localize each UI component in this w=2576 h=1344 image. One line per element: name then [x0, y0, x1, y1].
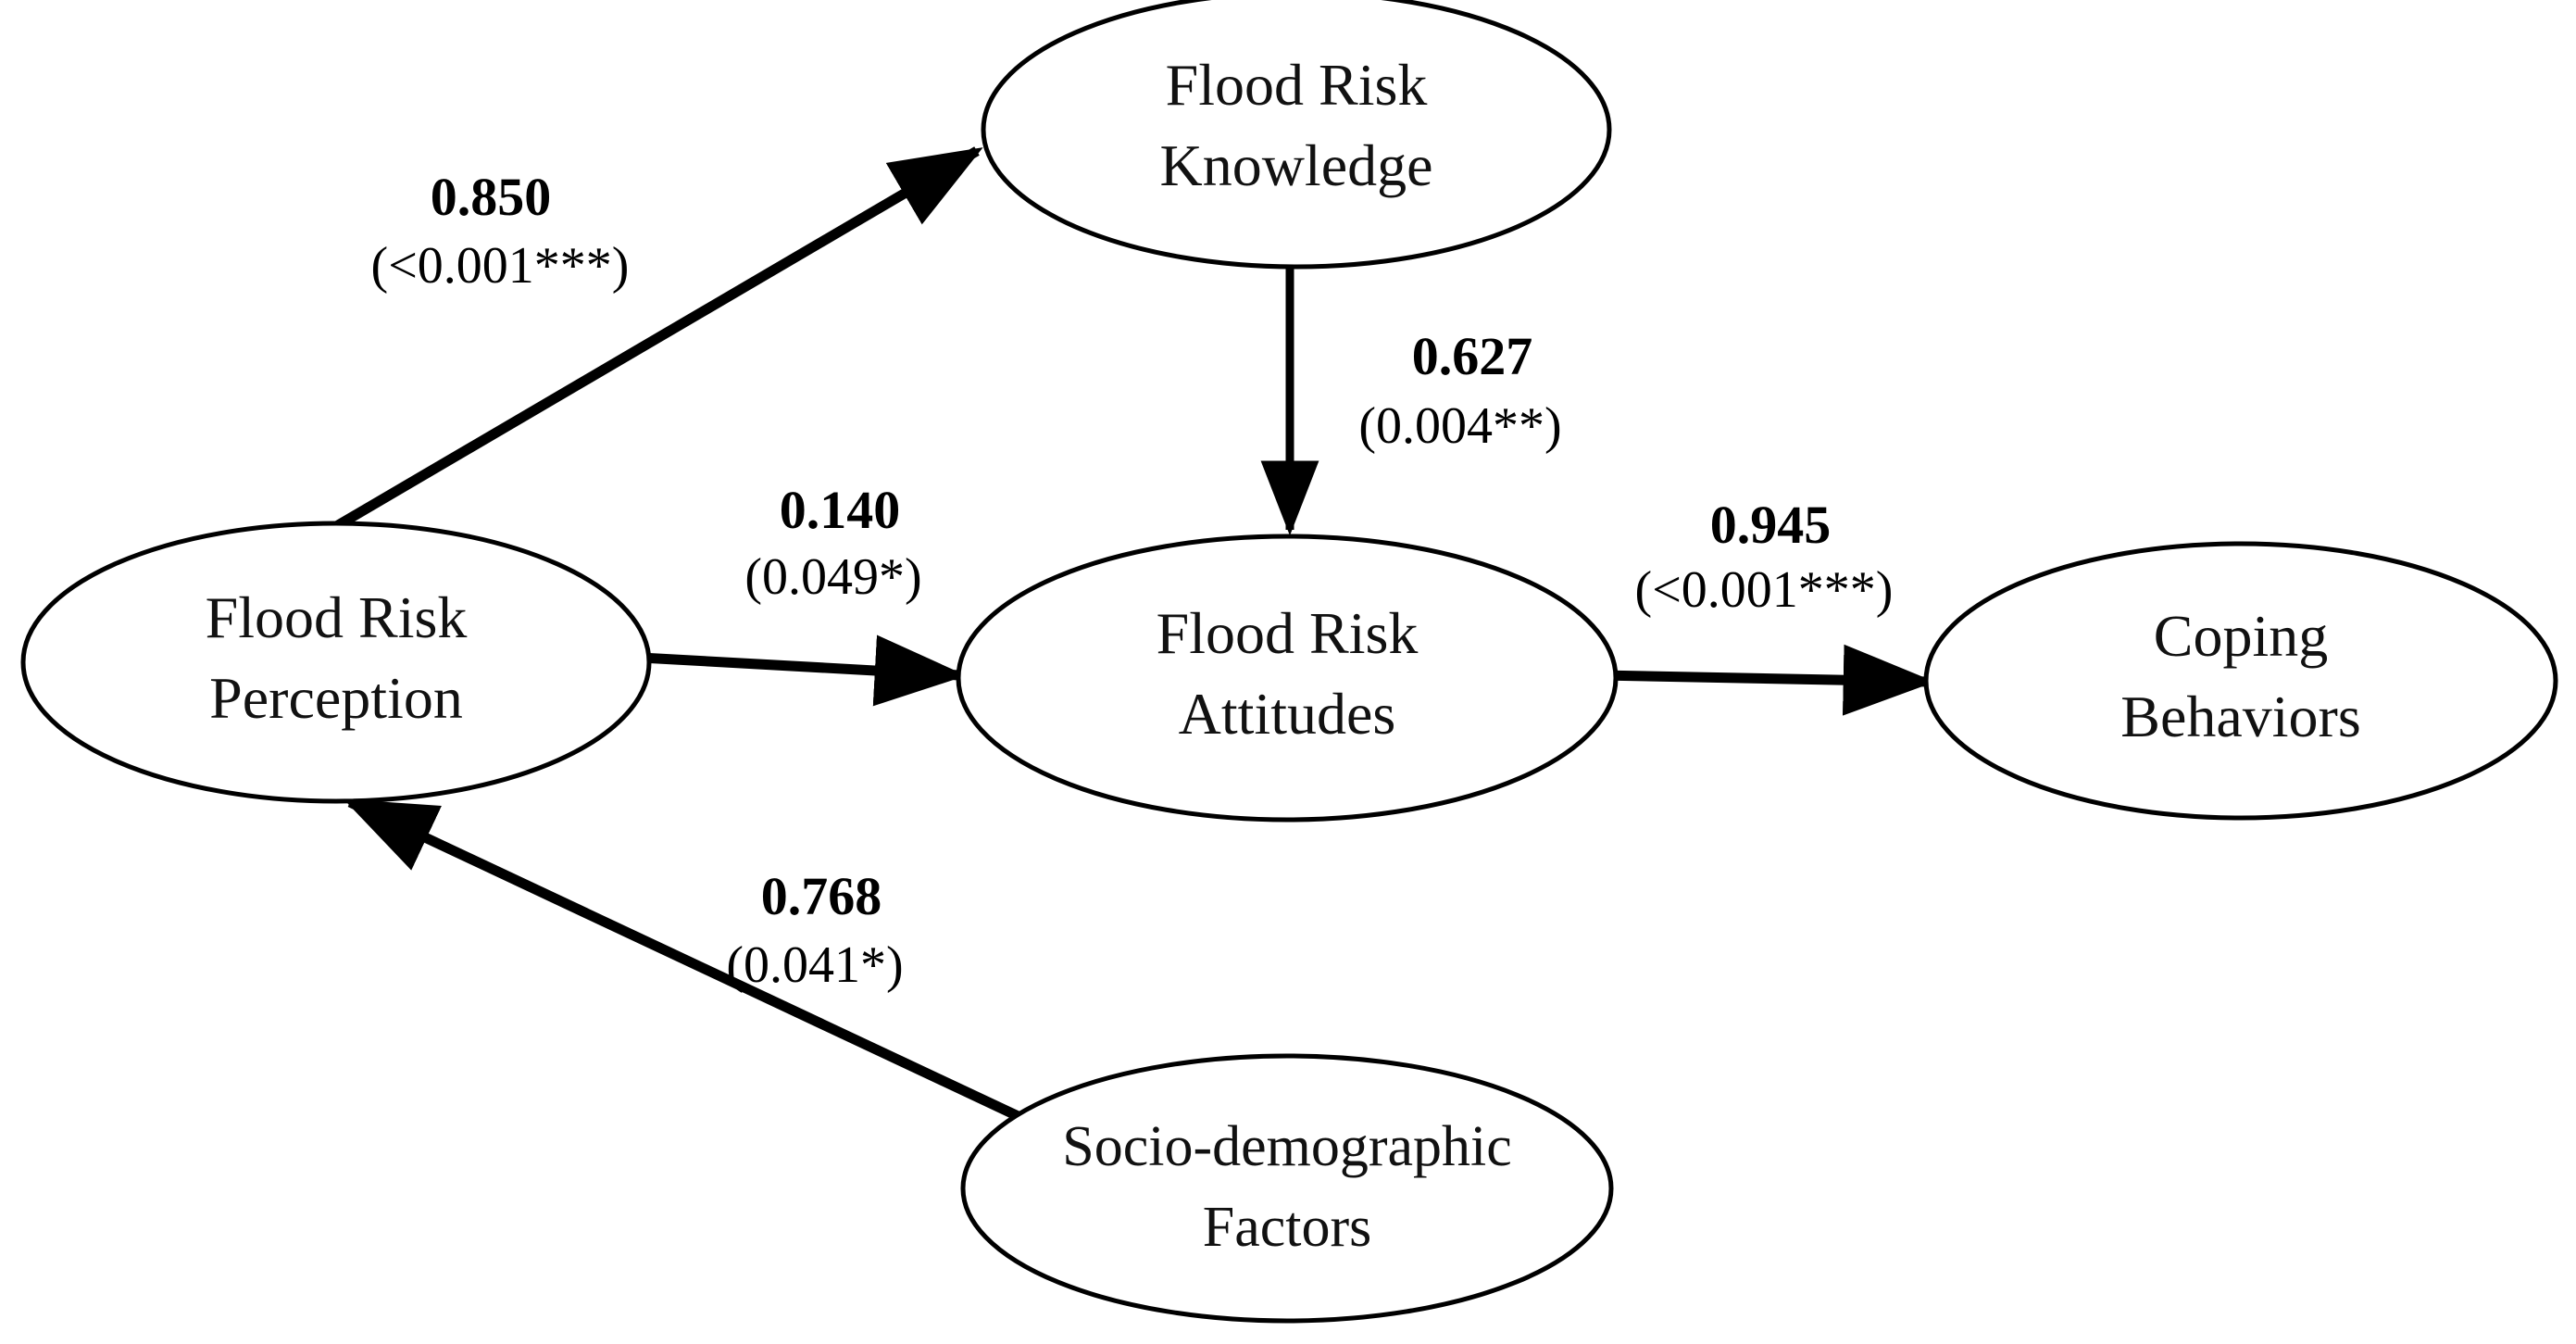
edge-label-knowledge-to-attitudes: 0.627 (0.004**)	[1358, 326, 1561, 455]
node-label-flood-risk-perception-line1: Flood Risk	[206, 584, 468, 650]
node-ellipse-coping-behaviors[interactable]	[1923, 541, 2558, 821]
edge-line-socio-perception	[344, 798, 1031, 1125]
pvalue-attitudes-coping: (<0.001***)	[1635, 561, 1894, 619]
node-label-coping-behaviors-line2: Behaviors	[2120, 684, 2361, 749]
node-label-flood-risk-perception-line2: Perception	[209, 665, 463, 731]
node-label-flood-risk-knowledge-line1: Flood Risk	[1166, 52, 1428, 118]
node-label-socio-demographic-factors-line2: Factors	[1203, 1196, 1372, 1259]
node-label-flood-risk-attitudes-line2: Attitudes	[1179, 681, 1396, 747]
pvalue-perception-knowledge: (<0.001***)	[371, 237, 630, 295]
edge-perception-to-attitudes	[640, 634, 967, 707]
edge-label-perception-to-knowledge: 0.850 (<0.001***)	[371, 167, 630, 295]
node-label-socio-demographic-factors-line1: Socio-demographic	[1062, 1115, 1512, 1178]
node-flood-risk-attitudes[interactable]: Flood Risk Attitudes	[956, 534, 1619, 823]
edge-line-attitudes-coping	[1599, 644, 1935, 716]
coefficient-perception-attitudes: 0.140	[780, 480, 901, 540]
node-ellipse-flood-risk-knowledge[interactable]	[981, 0, 1612, 270]
coefficient-perception-knowledge: 0.850	[431, 167, 552, 227]
pvalue-perception-attitudes: (0.049*)	[744, 548, 921, 606]
edge-line-perception-knowledge	[331, 146, 983, 533]
edge-perception-to-knowledge	[331, 146, 983, 533]
pvalue-knowledge-attitudes: (0.004**)	[1358, 397, 1561, 455]
node-coping-behaviors[interactable]: Coping Behaviors	[1923, 541, 2558, 821]
node-label-coping-behaviors-line1: Coping	[2154, 603, 2328, 669]
node-ellipse-flood-risk-perception[interactable]	[20, 521, 652, 804]
node-label-flood-risk-attitudes-line1: Flood Risk	[1157, 600, 1419, 666]
node-label-flood-risk-knowledge-line2: Knowledge	[1159, 132, 1432, 198]
edge-label-perception-to-attitudes: 0.140 (0.049*)	[744, 480, 921, 606]
node-socio-demographic-factors[interactable]: Socio-demographic Factors	[960, 1053, 1614, 1324]
edge-line-perception-attitudes	[640, 634, 967, 707]
node-ellipse-socio-demographic-factors[interactable]	[960, 1053, 1614, 1324]
coefficient-socio-perception: 0.768	[761, 866, 882, 926]
node-ellipse-flood-risk-attitudes[interactable]	[956, 534, 1619, 823]
edge-attitudes-to-coping	[1599, 644, 1935, 716]
edge-socio-to-perception	[344, 798, 1031, 1125]
coefficient-knowledge-attitudes: 0.627	[1412, 326, 1533, 386]
pvalue-socio-perception: (0.041*)	[726, 936, 903, 994]
edge-label-socio-to-perception: 0.768 (0.041*)	[726, 866, 903, 994]
edge-label-attitudes-to-coping: 0.945 (<0.001***)	[1635, 495, 1894, 619]
coefficient-attitudes-coping: 0.945	[1710, 495, 1832, 555]
node-flood-risk-knowledge[interactable]: Flood Risk Knowledge	[981, 0, 1612, 270]
node-flood-risk-perception[interactable]: Flood Risk Perception	[20, 521, 652, 804]
